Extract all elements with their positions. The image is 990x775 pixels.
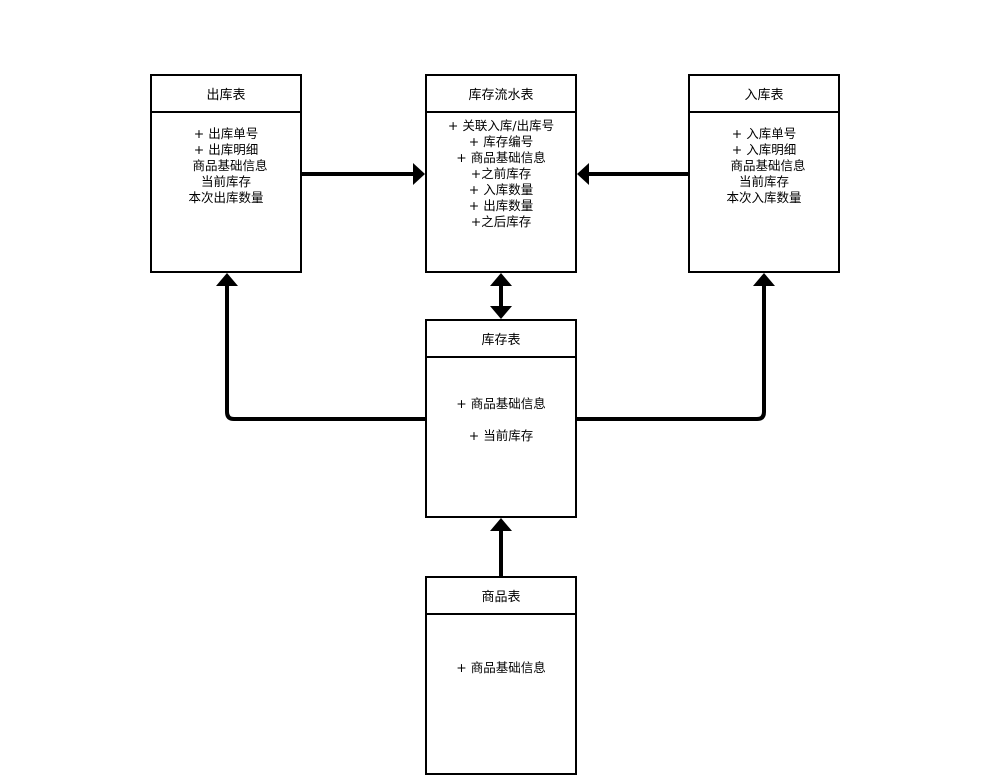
stock-flow-field: + 库存编号 (468, 134, 534, 149)
product-table-box: 商品表 + 商品基础信息 (425, 576, 577, 775)
stock-field: + 当前库存 (468, 428, 534, 443)
arrowhead-left-icon (577, 163, 589, 185)
outbound-field: 当前库存 (200, 174, 251, 189)
outbound-table-title: 出库表 (152, 76, 300, 113)
stock-flow-table-box: 库存流水表 + 关联入库/出库号 + 库存编号 + 商品基础信息 +之前库存 +… (425, 74, 577, 273)
outbound-field: 本次出库数量 (188, 190, 264, 205)
inbound-field: 本次入库数量 (726, 190, 802, 205)
stock-table-title: 库存表 (427, 321, 575, 358)
outbound-table-fields: + 出库单号 + 出库明细 商品基础信息 当前库存 本次出库数量 (152, 113, 300, 206)
stock-flow-table-title: 库存流水表 (427, 76, 575, 113)
inbound-field: 当前库存 (738, 174, 789, 189)
stock-field (427, 412, 575, 428)
stock-flow-table-fields: + 关联入库/出库号 + 库存编号 + 商品基础信息 +之前库存 + 入库数量 … (427, 113, 575, 230)
arrowhead-up-icon (490, 273, 512, 286)
stock-flow-field: +之后库存 (470, 214, 532, 229)
outbound-table-box: 出库表 + 出库单号 + 出库明细 商品基础信息 当前库存 本次出库数量 (150, 74, 302, 273)
connector-stock-to-inbound (577, 285, 766, 421)
arrowhead-up-icon (490, 518, 512, 531)
stock-flow-field: + 商品基础信息 (456, 150, 546, 165)
arrowhead-up-icon (753, 273, 775, 286)
product-field: + 商品基础信息 (456, 660, 546, 675)
stock-field: + 商品基础信息 (456, 396, 546, 411)
product-table-fields: + 商品基础信息 (427, 615, 575, 676)
stock-flow-field: + 入库数量 (468, 182, 534, 197)
outbound-field: + 出库单号 (193, 126, 259, 141)
inbound-table-box: 入库表 + 入库单号 + 入库明细 商品基础信息 当前库存 本次入库数量 (688, 74, 840, 273)
arrowhead-right-icon (413, 163, 425, 185)
connector-stock-to-outbound (225, 285, 426, 421)
inbound-field: + 入库明细 (731, 142, 797, 157)
stock-flow-field: + 出库数量 (468, 198, 534, 213)
stock-table-fields: + 商品基础信息 + 当前库存 (427, 358, 575, 444)
product-table-title: 商品表 (427, 578, 575, 615)
stock-flow-field: + 关联入库/出库号 (447, 118, 555, 133)
arrowhead-up-icon (216, 273, 238, 286)
inbound-field: + 入库单号 (731, 126, 797, 141)
outbound-field: + 出库明细 (193, 142, 259, 157)
stock-table-box: 库存表 + 商品基础信息 + 当前库存 (425, 319, 577, 518)
inbound-field: 商品基础信息 (722, 158, 806, 173)
inbound-table-fields: + 入库单号 + 入库明细 商品基础信息 当前库存 本次入库数量 (690, 113, 838, 206)
outbound-field: 商品基础信息 (184, 158, 268, 173)
arrowhead-down-icon (490, 306, 512, 319)
inbound-table-title: 入库表 (690, 76, 838, 113)
stock-flow-field: +之前库存 (470, 166, 532, 181)
